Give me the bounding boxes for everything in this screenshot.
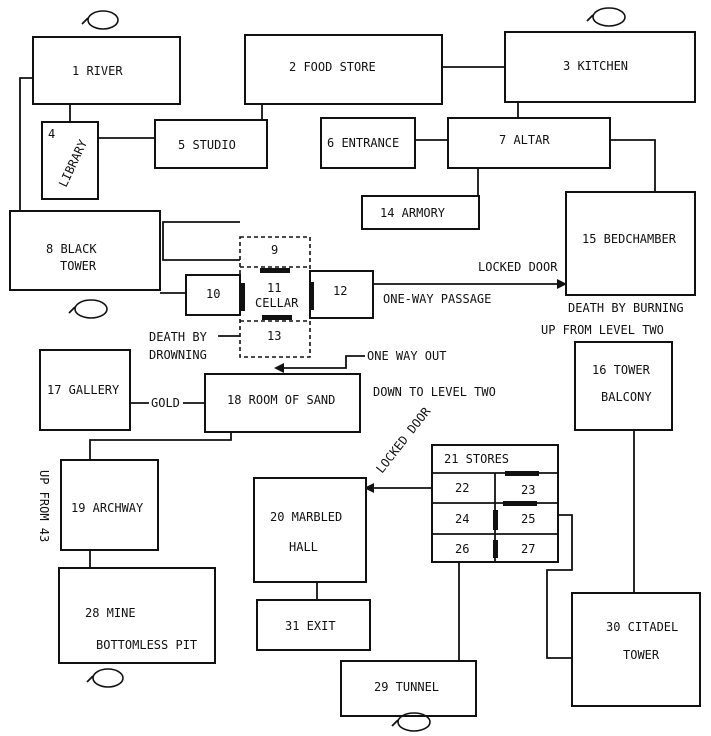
room-19-box [60, 459, 159, 551]
door-23-25 [503, 501, 537, 506]
note-up-from-43: UP FROM 43 [37, 470, 51, 542]
room-24-label: 24 [455, 512, 469, 526]
door-11-12 [309, 282, 314, 310]
note-death-by: DEATH BY [149, 330, 208, 344]
note-down-to-level-two: DOWN TO LEVEL TWO [373, 385, 496, 399]
note-death-by-burning: DEATH BY BURNING [568, 301, 684, 315]
room-10-label: 10 [206, 287, 220, 301]
cellar-complex [239, 236, 314, 358]
room-15-label: 15 BEDCHAMBER [582, 232, 677, 246]
stores-grid [431, 444, 559, 563]
door-26-27 [493, 540, 498, 558]
door-11-13 [262, 315, 292, 320]
room-9-label: 9 [271, 243, 278, 257]
note-up-from-level-two: UP FROM LEVEL TWO [541, 323, 664, 337]
room-28-box [58, 567, 216, 664]
room-13-label: 13 [267, 329, 281, 343]
room-3-box [504, 31, 696, 103]
link-sand-archway [89, 432, 232, 460]
room-20-label-2: HALL [289, 540, 318, 554]
room-boxes [9, 31, 701, 717]
room-2-box [244, 34, 443, 105]
room-18-box [204, 373, 361, 433]
room-16-label-2: BALCONY [601, 390, 652, 404]
door-24-25 [493, 510, 498, 530]
loop-river-icon [81, 10, 119, 30]
room-3-label: 3 KITCHEN [563, 59, 628, 73]
arrow-one-way-passage [557, 279, 567, 289]
room-8-box [9, 210, 161, 291]
room-23-label: 23 [521, 483, 535, 497]
note-gold: GOLD [151, 396, 180, 410]
door-9-11 [260, 268, 290, 273]
arrow-one-way-out [274, 363, 284, 373]
room-29-box [340, 660, 477, 717]
room-19-label: 19 ARCHWAY [71, 501, 144, 515]
link-cellar9-loop [162, 221, 240, 261]
note-one-way-out: ONE WAY OUT [367, 349, 446, 363]
room-22-label: 22 [455, 481, 469, 495]
room-28-label: 28 MINE [85, 606, 136, 620]
room-21-label: 21 STORES [444, 452, 509, 466]
room-6-box [320, 117, 416, 169]
room-20-box [253, 477, 367, 583]
link-25-citadel [546, 514, 573, 659]
room-14-box [361, 195, 480, 230]
room-16-box [574, 341, 673, 431]
loop-tunnel-icon [391, 712, 431, 732]
room-14-label: 14 ARMORY [380, 206, 446, 220]
room-8-label-2: TOWER [60, 259, 97, 273]
room-1-box [32, 36, 181, 105]
room-7-label: 7 ALTAR [499, 133, 550, 147]
door-10-11 [240, 283, 245, 311]
room-11-label: CELLAR [255, 296, 299, 310]
room-12-label: 12 [333, 284, 347, 298]
note-locked-door-marbled: LOCKED DOOR [373, 404, 433, 476]
room-11-number: 11 [267, 281, 281, 295]
room-29-label: 29 TUNNEL [374, 680, 439, 694]
room-4-number: 4 [48, 127, 55, 141]
room-5-box [154, 119, 268, 169]
room-30-label-2: TOWER [623, 648, 660, 662]
note-drowning: DROWNING [149, 348, 207, 362]
loop-kitchen-icon [586, 7, 626, 27]
room-4-box [41, 121, 99, 200]
room-31-label: 31 EXIT [285, 619, 336, 633]
room-17-box [39, 349, 131, 431]
room-26-label: 26 [455, 542, 469, 556]
connections [19, 66, 656, 661]
room-7-box [447, 117, 611, 169]
link-altar-bedchamber [610, 139, 656, 192]
room-5-label: 5 STUDIO [178, 138, 236, 152]
loop-mine-icon [86, 668, 124, 688]
note-one-way-passage: ONE-WAY PASSAGE [383, 292, 491, 306]
arrow-locked-door-20 [364, 483, 374, 493]
note-locked-door-bedchamber: LOCKED DOOR [478, 260, 558, 274]
room-25-label: 25 [521, 512, 535, 526]
room-16-label-1: 16 TOWER [592, 363, 651, 377]
link-river-blacktower [19, 77, 33, 211]
room-31-box [256, 599, 371, 651]
room-15-box [565, 191, 696, 296]
room-1-label: 1 RIVER [72, 64, 123, 78]
loop-symbols [68, 7, 626, 732]
room-18-label: 18 ROOM OF SAND [227, 393, 335, 407]
note-bottomless-pit: BOTTOMLESS PIT [96, 638, 197, 652]
room-2-label: 2 FOOD STORE [289, 60, 376, 74]
loop-black-tower-icon [68, 299, 108, 319]
room-27-label: 27 [521, 542, 535, 556]
room-30-box [571, 592, 701, 707]
link-one-way-out [276, 355, 365, 369]
room-30-label-1: 30 CITADEL [606, 620, 678, 634]
annotations: LOCKED DOOR ONE-WAY PASSAGE DEATH BY BUR… [37, 260, 684, 652]
room-17-label: 17 GALLERY [47, 383, 120, 397]
room-6-label: 6 ENTRANCE [327, 136, 399, 150]
room-8-label-1: 8 BLACK [46, 242, 97, 256]
room-20-label-1: 20 MARBLED [270, 510, 342, 524]
door-21-23 [505, 471, 539, 476]
